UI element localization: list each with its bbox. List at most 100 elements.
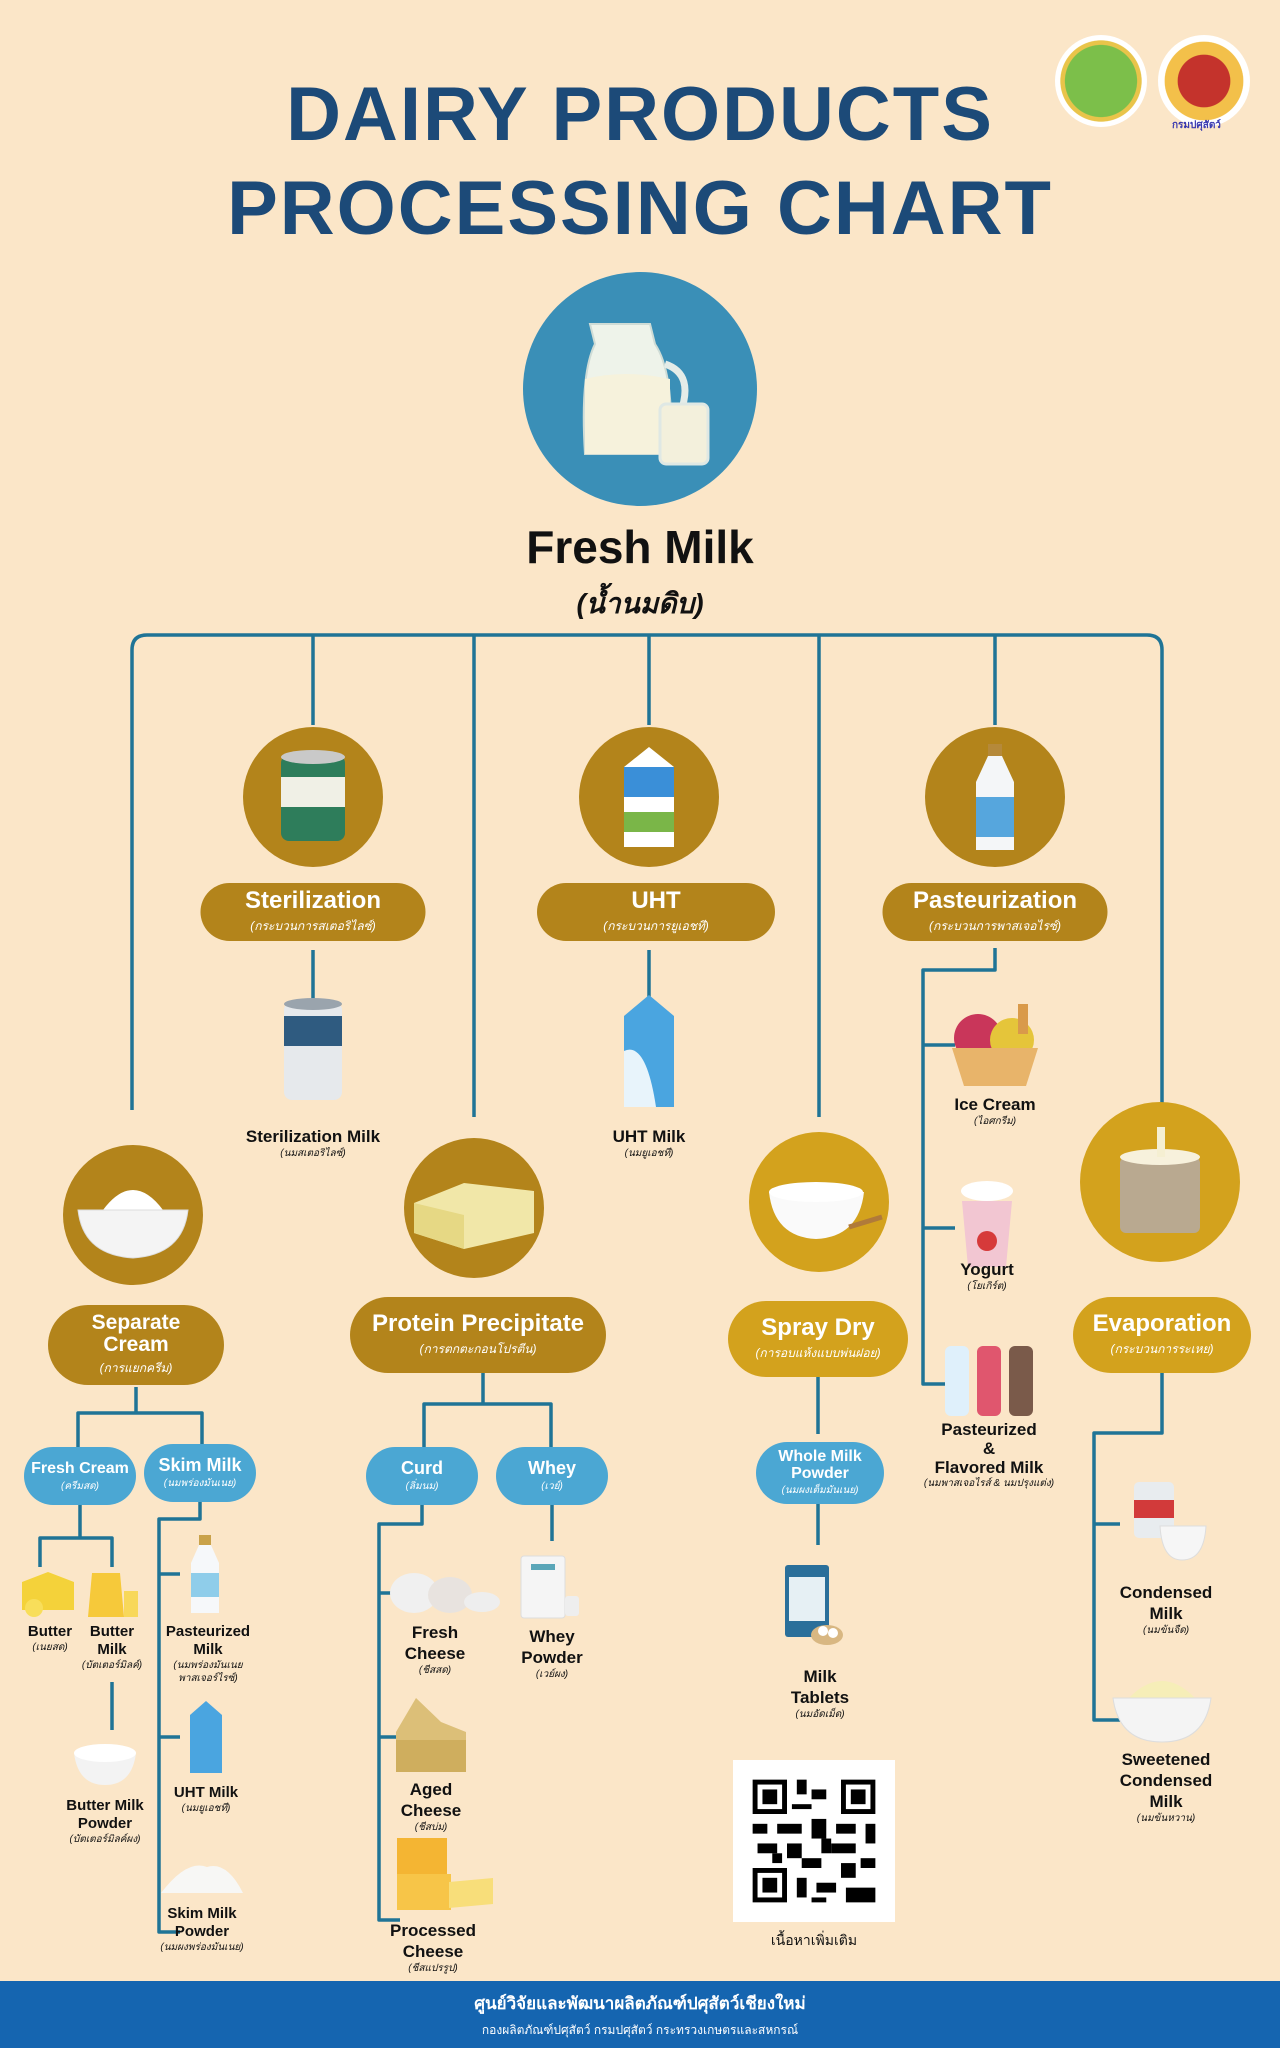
milk-carton-icon — [624, 747, 674, 847]
cream-bowl-icon — [77, 1190, 189, 1259]
sterilization-thai: (กระบวนการสเตอริไลซ์) — [250, 919, 376, 933]
yogurt-icon — [961, 1181, 1013, 1267]
butter-milk-powder-label: Butter Milk Powder(บัตเตอร์มิลค์ผง) — [66, 1797, 144, 1845]
condensed-milk-icon — [1134, 1482, 1207, 1561]
curd-thai: (ลิ่มนม) — [405, 1480, 439, 1492]
curd-label: Curd — [401, 1457, 443, 1478]
evaporated-milk-can-icon — [1120, 1127, 1200, 1233]
evaporation-line — [1092, 1373, 1164, 1722]
butter-milk-label: Butter Milk(บัตเตอร์มิลค์) — [81, 1623, 143, 1671]
title-line-1: DAIRY PRODUCTS — [286, 72, 994, 157]
skim-milk-powder-icon — [161, 1865, 243, 1893]
sterilization-label: Sterilization — [244, 887, 382, 914]
milk-jug-icon — [582, 323, 710, 466]
root-label: Fresh Milk — [526, 521, 754, 573]
qr-code-pattern — [752, 1779, 876, 1903]
butter-icon — [22, 1572, 74, 1617]
fresh-milk-circle — [523, 272, 757, 506]
sterilization-milk-label: Sterilization Milk(นมสเตอริไลซ์) — [245, 1127, 381, 1159]
curd-pill: Curd (ลิ่มนม) — [366, 1447, 478, 1505]
aged-cheese-label: Aged Cheese(ชีสบ่ม) — [400, 1780, 462, 1833]
uht-pill: UHT (กระบวนการยูเอชที) — [537, 883, 775, 941]
sterilization-circle — [243, 727, 383, 867]
fresh-cheese-label: Fresh Cheese(ชีสสด) — [404, 1623, 466, 1676]
yogurt-label: Yogurt(โยเกิร์ต) — [960, 1260, 1014, 1292]
protein-precipitate-thai: (การตกตะกอนโปรตีน) — [419, 1342, 537, 1356]
cheese-block-icon — [414, 1183, 534, 1249]
butter-label: Butter(เนยสด) — [27, 1623, 73, 1653]
footer: ศูนย์วิจัยและพัฒนาผลิตภัณฑ์ปศุสัตว์เชียง… — [0, 1981, 1280, 2048]
skim-milk-thai: (นมพร่องมันเนย) — [163, 1477, 237, 1489]
spray-dry-label: Spray Dry — [761, 1314, 875, 1341]
whole-milk-powder-pill: Whole Milk Powder (นมผงเต็มมันเนย) — [756, 1442, 884, 1504]
whey-label: Whey — [527, 1457, 576, 1478]
spray-dry-thai: (การอบแห้งแบบพ่นฝอย) — [755, 1346, 881, 1360]
processed-cheese-label: Processed Cheese(ชีสแปรรูป) — [390, 1921, 476, 1974]
fresh-cheese-icon — [390, 1573, 500, 1613]
sterilization-milk-can-icon — [284, 998, 342, 1100]
pasteurized-skim-milk-bottle-icon — [191, 1535, 219, 1613]
uht-label: UHT — [631, 887, 681, 914]
pasteurization-line — [921, 948, 997, 1386]
protein-precipitate-pill: Protein Precipitate (การตกตะกอนโปรตีน) — [350, 1297, 606, 1373]
title-line-2: PROCESSING CHART — [227, 166, 1053, 251]
separate-cream-line — [76, 1387, 204, 1447]
milk-powder-bowl-icon — [769, 1182, 883, 1239]
uht-thai: (กระบวนการยูเอชที) — [603, 919, 709, 933]
ice-cream-icon — [952, 1004, 1038, 1086]
protein-precipitate-label: Protein Precipitate — [371, 1310, 585, 1337]
protein-precipitate-circle — [404, 1138, 544, 1278]
condensed-milk-label: Condensed Milk(นมข้นจืด) — [1119, 1583, 1213, 1636]
milk-bottle-icon — [976, 744, 1014, 850]
sterilization-pill: Sterilization (กระบวนการสเตอริไลซ์) — [200, 883, 426, 941]
milk-tablets-label: Milk Tablets(นมอัดเม็ด) — [790, 1667, 850, 1720]
ministry-logo — [1055, 35, 1147, 127]
ice-cream-label: Ice Cream(ไอศกรีม) — [954, 1095, 1036, 1127]
fresh-cream-line — [38, 1505, 114, 1730]
pasteurization-thai: (กระบวนการพาสเจอไรซ์) — [928, 919, 1062, 933]
root-branch-line — [130, 633, 1164, 1110]
fresh-cream-label: Fresh Cream — [31, 1459, 129, 1477]
fresh-cream-pill: Fresh Cream (ครีมสด) — [24, 1447, 136, 1505]
qr-code[interactable] — [733, 1760, 895, 1922]
spray-dry-pill: Spray Dry (การอบแห้งแบบพ่นฝอย) — [728, 1301, 908, 1377]
footer-org-name: ศูนย์วิจัยและพัฒนาผลิตภัณฑ์ปศุสัตว์เชียง… — [474, 1994, 806, 2013]
pasteurization-pill: Pasteurization (กระบวนการพาสเจอไรซ์) — [882, 883, 1108, 941]
root-thai-label: (น้ำนมดิบ) — [576, 588, 704, 619]
uht-milk-label: UHT Milk(นมยูเอชที) — [612, 1127, 686, 1159]
separate-cream-label: Separate Cream — [91, 1311, 181, 1356]
uht-skim-milk-label: UHT Milk(นมยูเอชที) — [173, 1784, 239, 1814]
separate-cream-circle — [63, 1145, 203, 1285]
protein-line — [422, 1373, 553, 1447]
flavored-milk-bottles-icon — [945, 1346, 1033, 1416]
skim-milk-powder-label: Skim Milk Powder(นมผงพร่องมันเนย) — [160, 1905, 244, 1953]
separate-cream-thai: (การแยกครีม) — [99, 1361, 173, 1375]
evaporation-label: Evaporation — [1092, 1310, 1232, 1337]
processed-cheese-icon — [397, 1838, 493, 1910]
spray-dry-circle — [749, 1132, 889, 1272]
whey-powder-bag-icon — [520, 1555, 579, 1619]
pasteurized-skim-milk-label: Pasteurized Milk(นมพร่องมันเนย พาสเจอร์ไ… — [165, 1623, 251, 1684]
whey-powder-label: Whey Powder(เวย์ผง) — [521, 1627, 583, 1680]
uht-skim-milk-carton-icon — [190, 1701, 222, 1773]
sweetened-condensed-milk-bowl-icon — [1112, 1681, 1212, 1743]
pasteurization-circle — [925, 727, 1065, 867]
livestock-department-logo — [1158, 35, 1250, 127]
whole-milk-powder-label: Whole Milk Powder — [778, 1448, 862, 1482]
skim-milk-line — [157, 1502, 202, 1934]
whey-thai: (เวย์) — [541, 1480, 563, 1492]
livestock-department-logo-text: กรมปศุสัตว์ — [1172, 120, 1221, 131]
milk-tablets-pack-icon — [785, 1565, 843, 1645]
sterilized-milk-can-icon — [281, 750, 345, 841]
butter-milk-jug-icon — [88, 1573, 138, 1617]
skim-milk-pill: Skim Milk (นมพร่องมันเนย) — [144, 1444, 256, 1502]
qr-caption: เนื้อหาเพิ่มเติม — [770, 1932, 858, 1948]
whey-pill: Whey (เวย์) — [496, 1447, 608, 1505]
evaporation-thai: (กระบวนการระเหย) — [1110, 1342, 1214, 1356]
uht-milk-carton-icon — [624, 995, 674, 1107]
pasteurization-label: Pasteurization — [912, 887, 1078, 914]
butter-milk-powder-bowl-icon — [74, 1744, 136, 1785]
skim-milk-label: Skim Milk — [158, 1454, 242, 1475]
pasteurized-flavored-milk-label: Pasteurized & Flavored Milk(นมพาสเจอไรส์… — [923, 1420, 1055, 1489]
